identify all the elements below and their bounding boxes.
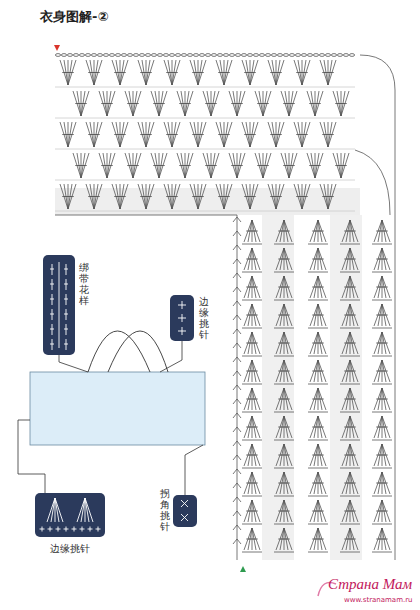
watermark-url: www.stranamam.ru [344,596,413,604]
callout-label: 拐角挑针 [160,488,170,532]
start-marker [54,45,60,51]
chart-title: 衣身图解-② [40,8,108,26]
end-marker [240,566,246,572]
garment-schematic [18,255,205,537]
stitch-grid [55,54,395,560]
shade [55,188,360,215]
callout-label: 绑带花样 [79,262,89,306]
shade [330,215,362,560]
callout-label: 边缘挑针 [40,542,100,556]
watermark-logo: Страна Мам [328,576,412,593]
callout-label: 边缘挑针 [199,296,209,340]
shade [262,215,294,560]
